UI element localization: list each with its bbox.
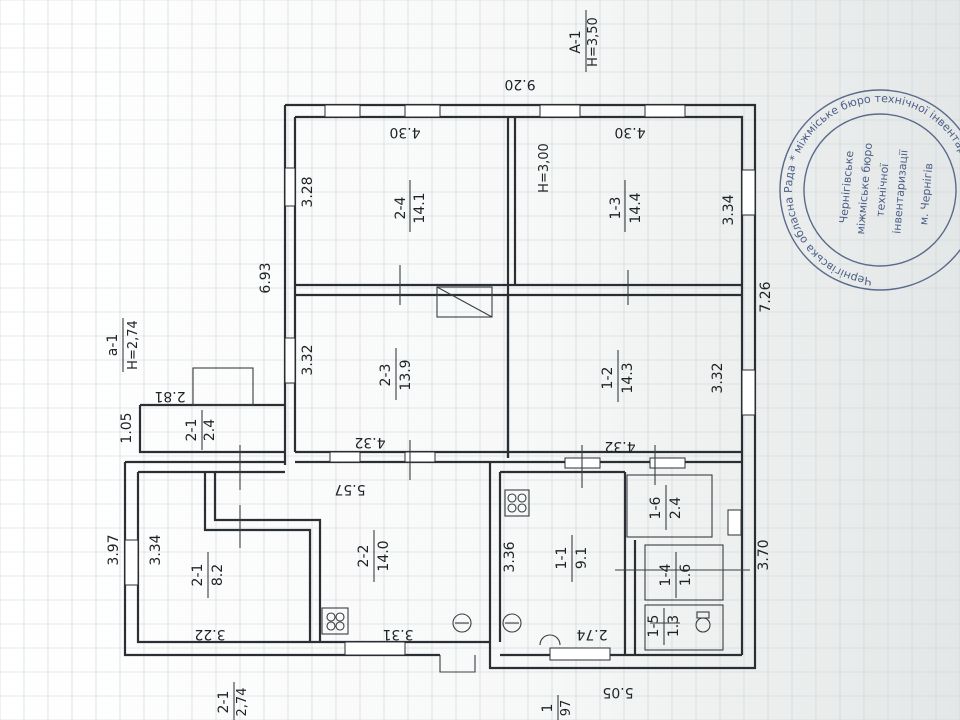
dim-370: 3.70 bbox=[756, 539, 772, 570]
r23-len: 4.32 bbox=[354, 434, 385, 450]
r12-id: 1-2 bbox=[600, 367, 616, 390]
dimension-labels: 9.20 A-1 H=3,50 4.30 3.28 2-4 14.1 H=3,0… bbox=[105, 10, 774, 720]
r24-len: 4.30 bbox=[389, 124, 420, 140]
sect-a1b-h: H=2,74 bbox=[126, 320, 141, 370]
width-top: 9.20 bbox=[504, 76, 535, 92]
dim-281: 2.81 bbox=[154, 388, 185, 404]
r13-h: H=3,00 bbox=[537, 143, 552, 193]
r24-area: 14.1 bbox=[412, 192, 428, 223]
r16-area: 2.4 bbox=[668, 497, 684, 519]
r21-w: 3.34 bbox=[148, 534, 164, 565]
windows bbox=[124, 104, 756, 661]
bm-name: 1 bbox=[540, 704, 556, 713]
r13-area: 14.4 bbox=[628, 192, 644, 223]
r12-len: 4.32 bbox=[604, 438, 635, 454]
r15-id: 1-5 bbox=[646, 615, 662, 638]
stamp-line4: інвентаризації bbox=[890, 148, 910, 234]
stamp-line1: Чернігівське bbox=[837, 150, 856, 224]
r13-len: 4.30 bbox=[614, 124, 645, 140]
r23-w: 3.32 bbox=[300, 344, 316, 375]
r21-id: 2-1 bbox=[190, 564, 206, 587]
bm-h: 97 bbox=[559, 700, 574, 717]
r16-id: 1-6 bbox=[648, 496, 664, 519]
dim-726: 7.26 bbox=[758, 281, 774, 312]
stamp-city: м. Чернігів bbox=[917, 163, 935, 226]
r13-id: 1-3 bbox=[608, 197, 624, 220]
r12-area: 14.3 bbox=[620, 362, 636, 393]
r21s-id: 2-1 bbox=[184, 419, 200, 442]
bl-name: 2-1 bbox=[216, 691, 232, 714]
fixtures bbox=[321, 489, 711, 646]
dim-105: 1.05 bbox=[119, 412, 135, 443]
r22-id: 2-2 bbox=[356, 545, 372, 568]
r11-area: 9.1 bbox=[574, 547, 590, 569]
dim-557: 5.57 bbox=[334, 481, 365, 497]
r14-id: 1-4 bbox=[658, 563, 674, 586]
bti-round-stamp: Чернігівська обласна Рада * міжміське бю… bbox=[774, 84, 960, 296]
dim-397: 3.97 bbox=[106, 534, 122, 565]
r21-area: 8.2 bbox=[210, 564, 226, 586]
dim-693: 6.93 bbox=[258, 262, 274, 293]
r24-id: 2-4 bbox=[393, 196, 409, 219]
r21-len: 3.22 bbox=[194, 626, 225, 642]
r22-len: 3.31 bbox=[382, 626, 413, 642]
r21s-area: 2.4 bbox=[202, 419, 218, 441]
r11-w: 3.36 bbox=[502, 541, 518, 572]
r11-len: 2.74 bbox=[576, 626, 607, 642]
r22-area: 14.0 bbox=[376, 540, 392, 571]
r23-id: 2-3 bbox=[378, 364, 394, 387]
r14-area: 1.6 bbox=[678, 564, 694, 586]
r12-w: 3.32 bbox=[710, 362, 726, 393]
r15-area: 1.3 bbox=[666, 615, 682, 637]
sect-a1b-name: a-1 bbox=[105, 334, 121, 357]
r13-w: 3.34 bbox=[721, 194, 737, 225]
dim-505: 5.05 bbox=[602, 684, 633, 700]
interior-walls bbox=[203, 117, 742, 655]
stamp-line2: міжміське бюро bbox=[854, 142, 875, 235]
sect-a1-h: H=3,50 bbox=[586, 17, 601, 67]
bl-h: 2,74 bbox=[235, 688, 250, 717]
dimension-ticks bbox=[239, 265, 750, 624]
r23-area: 13.9 bbox=[398, 359, 414, 390]
stamp-line3: технічної bbox=[874, 162, 892, 217]
sect-a1-name: A-1 bbox=[568, 30, 584, 53]
r24-w: 3.28 bbox=[300, 176, 316, 207]
r11-id: 1-1 bbox=[554, 547, 570, 570]
